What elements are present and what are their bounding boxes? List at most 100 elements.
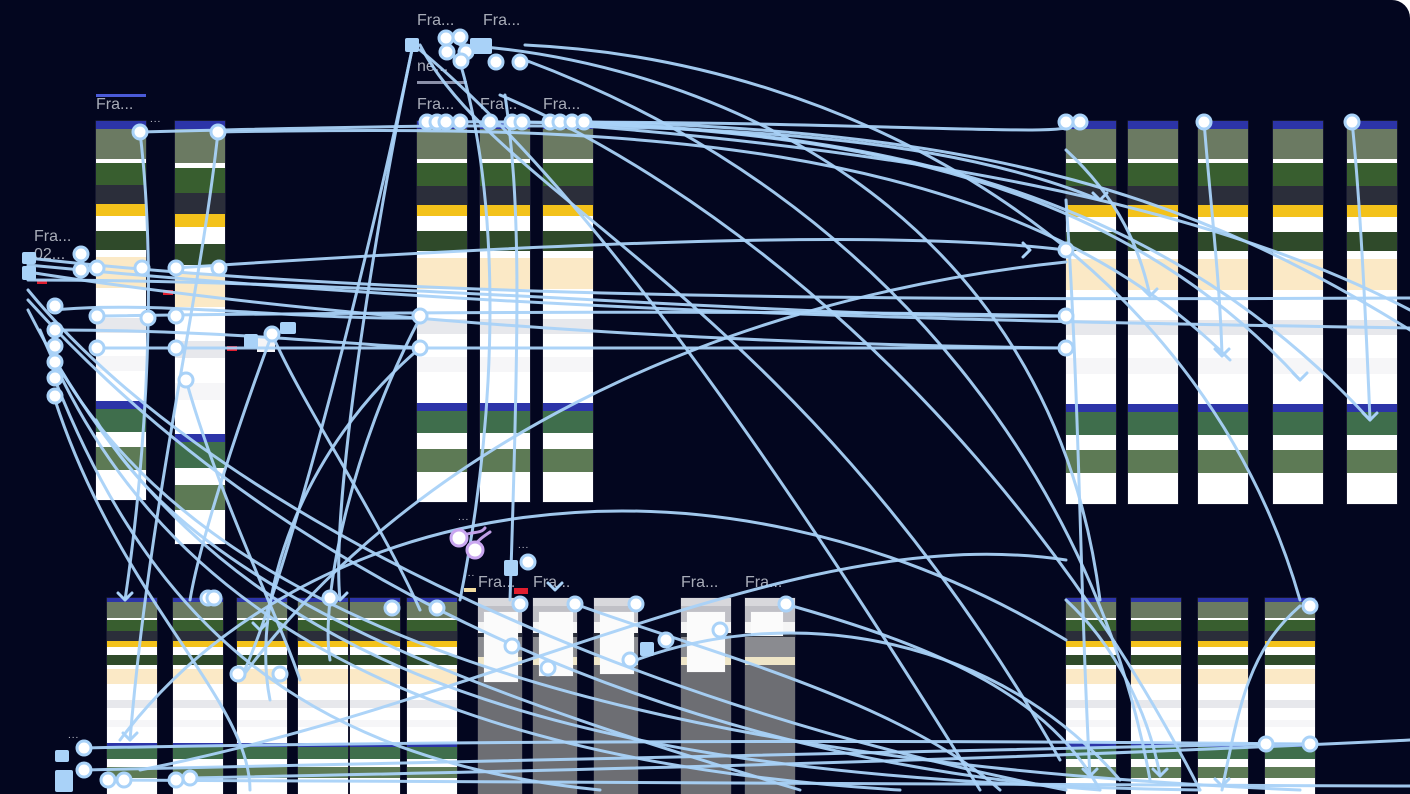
connector-node[interactable] bbox=[627, 595, 645, 613]
prototype-connector[interactable] bbox=[573, 602, 1002, 792]
connector-node[interactable] bbox=[451, 113, 469, 131]
prototype-connector[interactable] bbox=[326, 316, 422, 662]
prototype-connector[interactable] bbox=[498, 93, 1202, 792]
connector-start-handle[interactable] bbox=[55, 770, 73, 792]
connector-node[interactable] bbox=[487, 53, 505, 71]
prototype-connector[interactable] bbox=[53, 358, 1302, 792]
page-frame[interactable] bbox=[1273, 121, 1323, 504]
frame-label[interactable]: Fra... bbox=[681, 574, 719, 591]
connector-node[interactable] bbox=[1057, 113, 1075, 131]
connector-node[interactable] bbox=[1301, 735, 1319, 753]
connector-node[interactable] bbox=[1057, 339, 1075, 357]
connector-node[interactable] bbox=[657, 631, 675, 649]
prototype-connector[interactable] bbox=[238, 43, 415, 682]
connector-start-handle[interactable] bbox=[22, 252, 36, 264]
connector-node[interactable] bbox=[88, 259, 106, 277]
prototype-connector[interactable] bbox=[634, 631, 1122, 782]
connector-node[interactable] bbox=[75, 739, 93, 757]
connector-node[interactable] bbox=[1071, 113, 1089, 131]
prototype-connector[interactable] bbox=[118, 509, 1068, 742]
connector-node[interactable] bbox=[88, 339, 106, 357]
connector-node[interactable] bbox=[1195, 113, 1213, 131]
connector-node[interactable] bbox=[452, 52, 470, 70]
connector-node[interactable] bbox=[1057, 241, 1075, 259]
prototype-connector[interactable] bbox=[38, 328, 902, 792]
prototype-connector[interactable] bbox=[184, 378, 302, 682]
frame-label[interactable]: Fra... bbox=[34, 228, 72, 245]
connector-node[interactable] bbox=[481, 113, 499, 131]
prototype-connector[interactable] bbox=[523, 43, 1302, 602]
frame-label[interactable]: Fra... bbox=[533, 574, 571, 591]
connector-node[interactable] bbox=[503, 637, 521, 655]
prototype-connector[interactable] bbox=[138, 552, 1068, 772]
connector-start-handle[interactable] bbox=[55, 750, 69, 762]
page-frame[interactable] bbox=[1198, 598, 1248, 794]
prototype-connector[interactable] bbox=[26, 288, 1068, 792]
connector-node[interactable] bbox=[428, 599, 446, 617]
connector-node[interactable] bbox=[263, 325, 281, 343]
connector-node[interactable] bbox=[88, 307, 106, 325]
prototype-connector[interactable] bbox=[106, 778, 1410, 788]
connector-start-handle[interactable] bbox=[640, 642, 654, 656]
connector-node[interactable] bbox=[621, 651, 639, 669]
frame-overflow-dots-icon[interactable]: ... bbox=[150, 114, 162, 125]
connector-node[interactable] bbox=[177, 371, 195, 389]
connector-node[interactable] bbox=[465, 540, 485, 560]
frame-overflow-dots-icon[interactable]: ... bbox=[518, 540, 530, 551]
prototype-connector[interactable] bbox=[783, 602, 1102, 792]
connector-node[interactable] bbox=[115, 771, 133, 789]
connector-node[interactable] bbox=[1057, 307, 1075, 325]
connector-node[interactable] bbox=[46, 353, 64, 371]
prototype-connector[interactable] bbox=[188, 738, 1410, 780]
connector-node[interactable] bbox=[575, 113, 593, 131]
prototype-connector[interactable] bbox=[53, 398, 252, 792]
frame-overflow-dots-icon[interactable]: ... bbox=[464, 568, 476, 579]
prototype-connector[interactable] bbox=[458, 43, 1102, 602]
prototype-connector[interactable] bbox=[503, 93, 519, 602]
connector-node[interactable] bbox=[46, 297, 64, 315]
connector-node[interactable] bbox=[209, 123, 227, 141]
connector-node[interactable] bbox=[777, 595, 795, 613]
prototype-connector[interactable] bbox=[188, 332, 274, 602]
connector-node[interactable] bbox=[229, 665, 247, 683]
prototype-connector[interactable] bbox=[418, 48, 982, 792]
connector-start-handle[interactable] bbox=[504, 560, 518, 576]
prototype-connector[interactable] bbox=[238, 260, 1068, 682]
connector-node[interactable] bbox=[321, 589, 339, 607]
prototype-connector[interactable] bbox=[52, 305, 422, 320]
connector-node[interactable] bbox=[449, 528, 469, 548]
connector-node[interactable] bbox=[1301, 597, 1319, 615]
connector-node[interactable] bbox=[438, 43, 456, 61]
prototype-connector[interactable] bbox=[173, 238, 1068, 270]
prototype-connector[interactable] bbox=[26, 308, 1202, 792]
prototype-connector[interactable] bbox=[216, 128, 1232, 362]
frame-label[interactable]: Fra... bbox=[543, 96, 581, 113]
prototype-connector[interactable] bbox=[523, 58, 1152, 782]
connector-node[interactable] bbox=[139, 309, 157, 327]
connector-start-handle[interactable] bbox=[405, 38, 419, 52]
page-frame[interactable] bbox=[96, 121, 146, 500]
prototype-connector[interactable] bbox=[52, 328, 422, 350]
prototype-connector[interactable] bbox=[82, 739, 1312, 750]
prototype-connector[interactable] bbox=[94, 418, 802, 792]
connector-node[interactable] bbox=[411, 339, 429, 357]
connector-start-handle[interactable] bbox=[22, 266, 36, 280]
connector-node[interactable] bbox=[205, 589, 223, 607]
prototype-connector[interactable] bbox=[82, 742, 1268, 772]
connector-node[interactable] bbox=[99, 771, 117, 789]
connector-node[interactable] bbox=[271, 665, 289, 683]
connector-start-handle[interactable] bbox=[280, 322, 296, 334]
connector-node[interactable] bbox=[167, 339, 185, 357]
connector-node[interactable] bbox=[210, 259, 228, 277]
prototype-connector[interactable] bbox=[583, 120, 1410, 332]
frame-label[interactable]: Fra... bbox=[483, 12, 521, 29]
frame-label[interactable]: Fra... bbox=[96, 96, 134, 113]
connector-node[interactable] bbox=[167, 307, 185, 325]
connector-node[interactable] bbox=[46, 387, 64, 405]
connector-node[interactable] bbox=[511, 53, 529, 71]
connector-node[interactable] bbox=[72, 245, 90, 263]
connector-node[interactable] bbox=[167, 259, 185, 277]
connector-node[interactable] bbox=[75, 761, 93, 779]
prototype-connector[interactable] bbox=[1202, 119, 1224, 358]
prototype-connector[interactable] bbox=[1064, 148, 1152, 298]
